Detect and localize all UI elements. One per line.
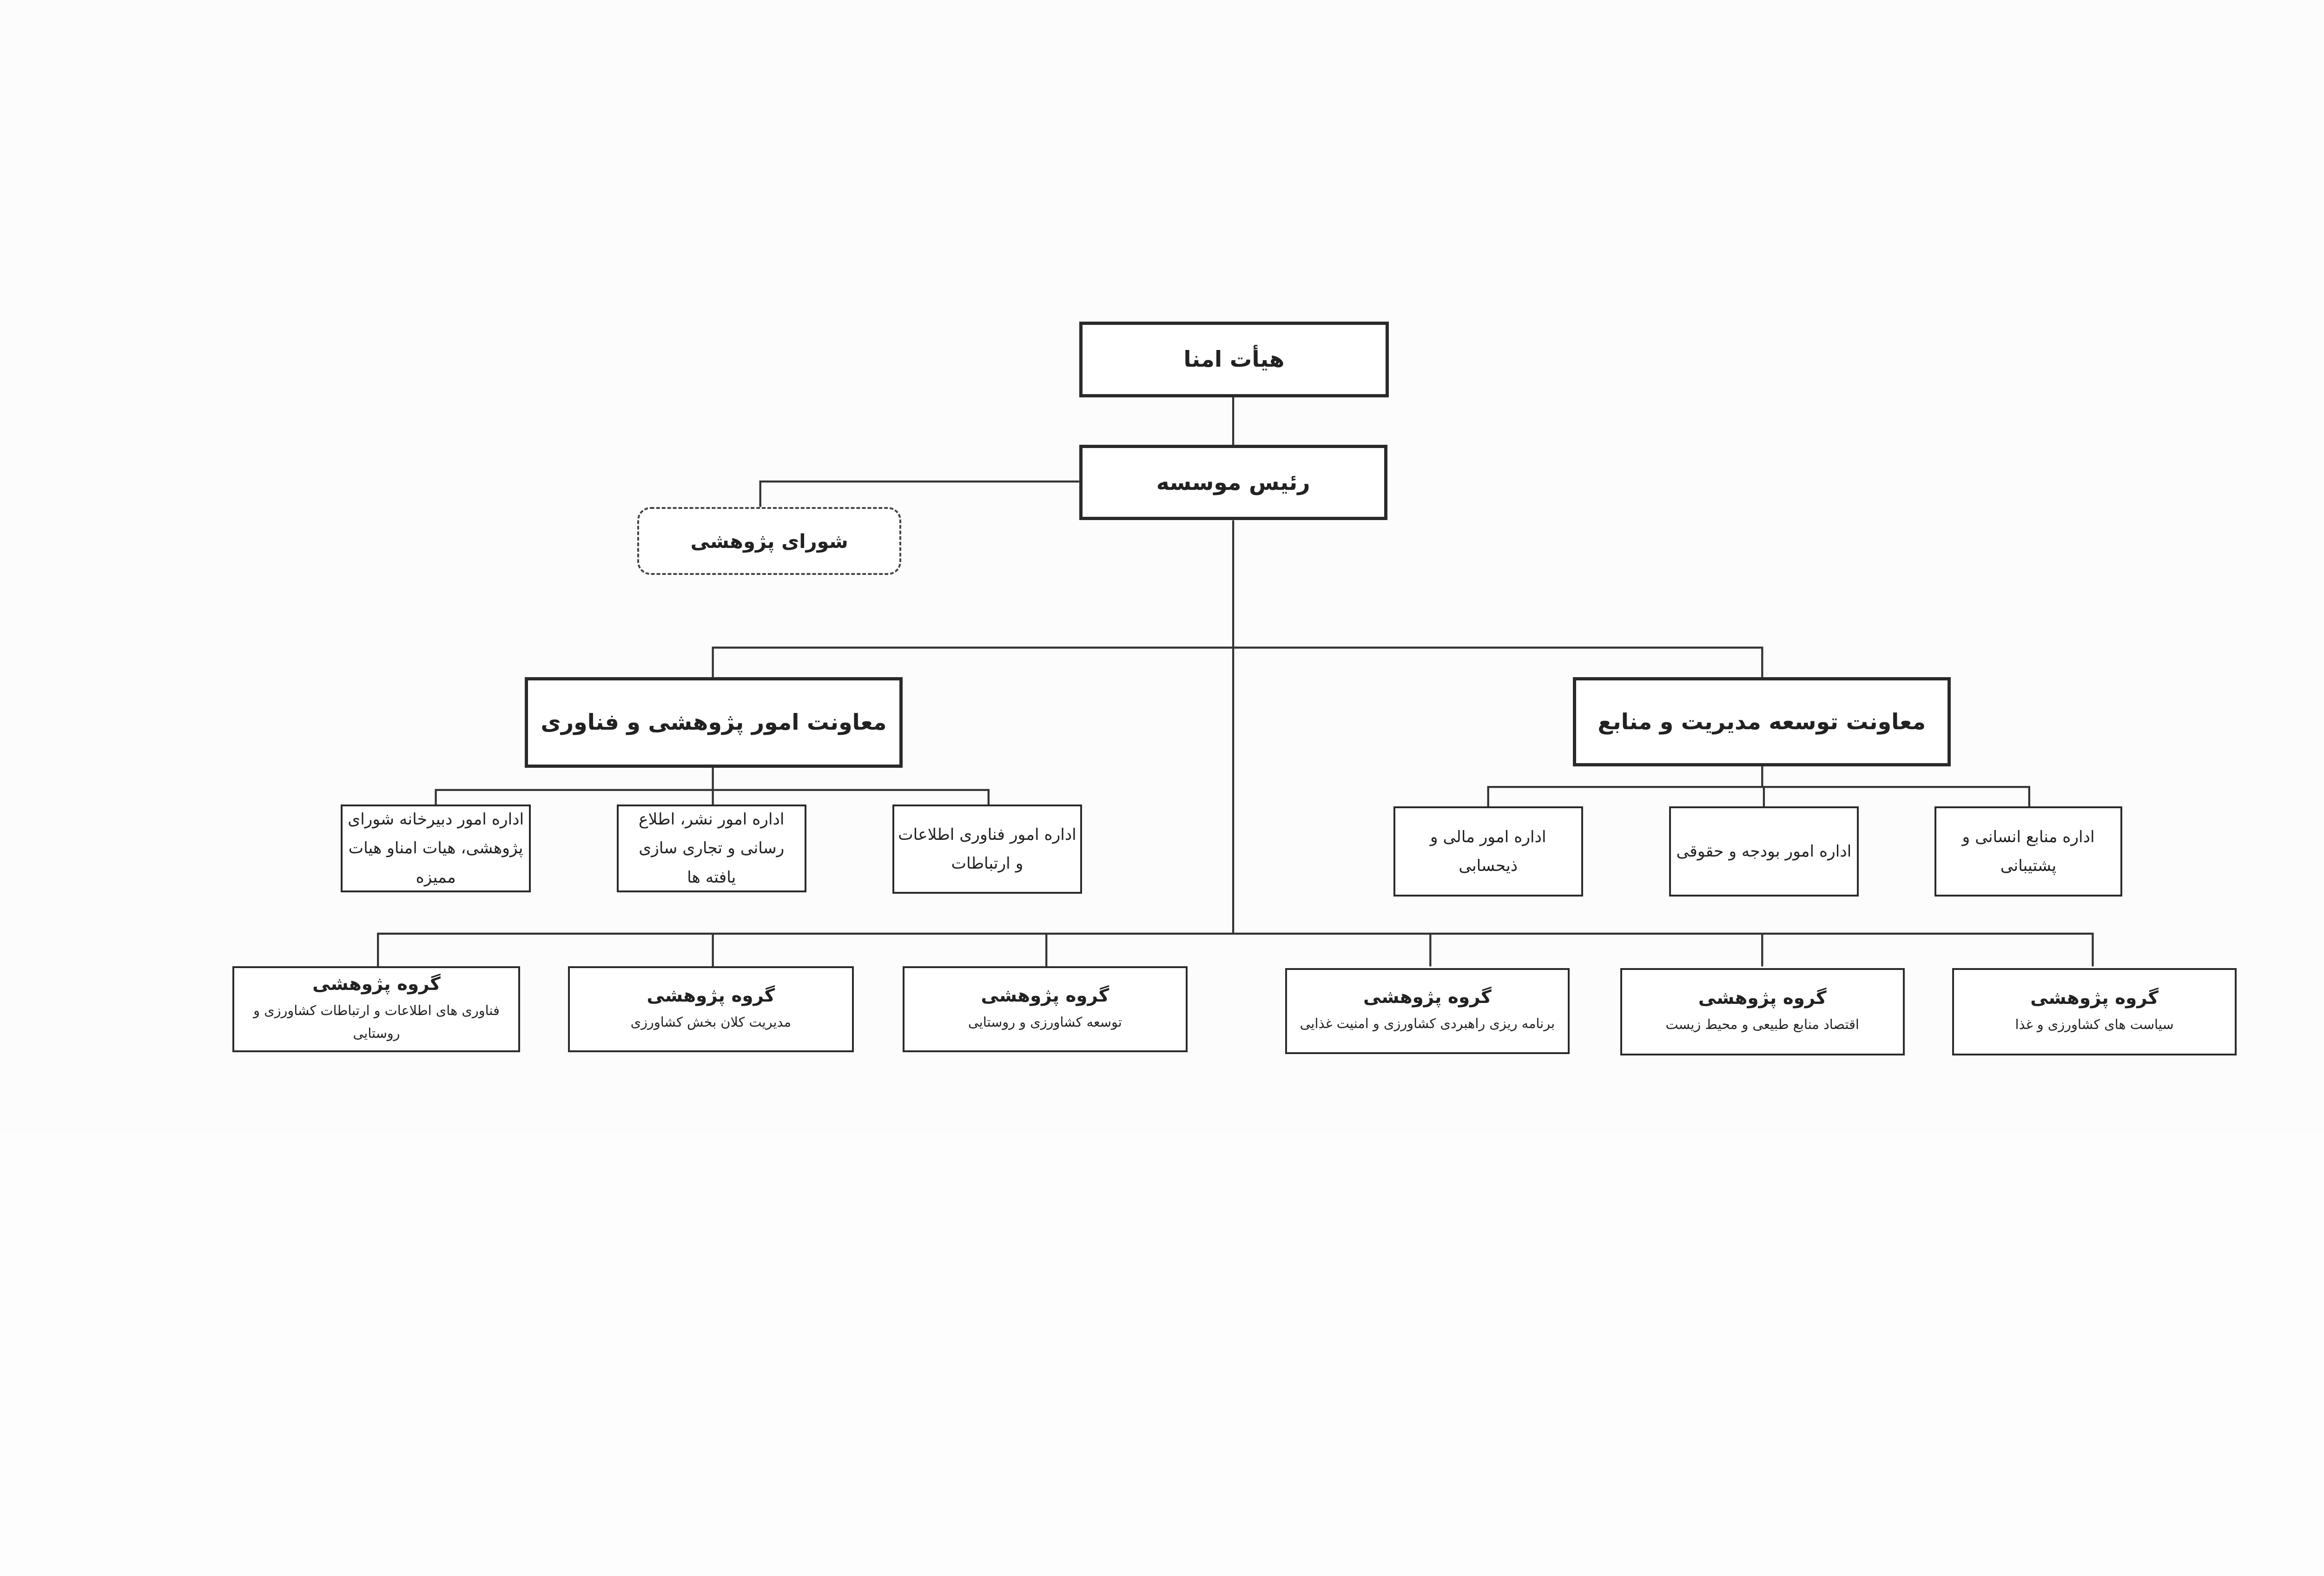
president-box: رئیس موسسه — [1079, 444, 1387, 521]
group-title: گروه پژوهشی — [981, 985, 1109, 1006]
org-chart: هیأت امنا رئیس موسسه شورای پژوهشی معاونت… — [232, 321, 2237, 1056]
office-box: اداره امور فناوری اطلاعات و ارتباطات — [892, 804, 1083, 894]
group-subtitle: مدیریت کلان بخش کشاورزی — [630, 1014, 792, 1030]
group-subtitle: سیاست های کشاورزی و غذا — [2015, 1016, 2174, 1033]
office-box: اداره امور نشر، اطلاع رسانی و تجاری سازی… — [616, 804, 806, 892]
research-group-box: گروه پژوهشی فناوری های اطلاعات و ارتباطات… — [232, 966, 521, 1053]
research-group-box: گروه پژوهشی سیاست های کشاورزی و غذا — [1952, 968, 2237, 1056]
office-box: اداره منابع انسانی و پشتیبانی — [1934, 806, 2123, 897]
research-council-box: شورای پژوهشی — [637, 507, 902, 575]
research-group-box: گروه پژوهشی اقتصاد منابع طبیعی و محیط زیس… — [1620, 968, 1905, 1056]
group-title: گروه پژوهشی — [1363, 987, 1492, 1008]
group-title: گروه پژوهشی — [1698, 988, 1827, 1009]
board-of-trustees-box: هیأت امنا — [1079, 321, 1389, 397]
office-label: اداره امور فناوری اطلاعات و ارتباطات — [898, 825, 1076, 873]
group-title: گروه پژوهشی — [312, 974, 441, 995]
research-group-box: گروه پژوهشی توسعه کشاورزی و روستایی — [903, 966, 1188, 1053]
research-group-box: گروه پژوهشی مدیریت کلان بخش کشاورزی — [568, 966, 854, 1053]
management-deputy-label: معاونت توسعه مدیریت و منابع — [1598, 709, 1926, 735]
research-deputy-label: معاونت امور پژوهشی و فناوری — [541, 709, 887, 735]
office-label: اداره امور دبیرخانه شورای پژوهشی، هیات ا… — [348, 810, 524, 887]
connector-management-offices — [1487, 766, 2030, 806]
office-label: اداره امور بودجه و حقوقی — [1676, 842, 1852, 861]
connector-research-offices — [435, 767, 990, 805]
office-box: اداره امور بودجه و حقوقی — [1669, 806, 1859, 897]
research-deputy-box: معاونت امور پژوهشی و فناوری — [524, 677, 903, 768]
group-subtitle: اقتصاد منابع طبیعی و محیط زیست — [1665, 1016, 1859, 1033]
group-title: گروه پژوهشی — [2030, 988, 2159, 1009]
connector-president-council — [759, 480, 1079, 507]
office-box: اداره امور مالی و ذیحسابی — [1393, 806, 1583, 897]
office-label: اداره امور نشر، اطلاع رسانی و تجاری سازی… — [639, 810, 785, 887]
connector-deputies — [712, 646, 1763, 678]
office-label: اداره منابع انسانی و پشتیبانی — [1962, 827, 2095, 876]
connector-groups — [377, 932, 2094, 967]
group-title: گروه پژوهشی — [647, 985, 775, 1006]
connector-lines — [377, 397, 2094, 967]
president-label: رئیس موسسه — [1156, 469, 1310, 495]
management-deputy-box: معاونت توسعه مدیریت و منابع — [1572, 677, 1951, 766]
research-group-box: گروه پژوهشی برنامه ریزی راهبردی کشاورزی و… — [1285, 968, 1570, 1054]
board-of-trustees-label: هیأت امنا — [1183, 346, 1285, 372]
office-box: اداره امور دبیرخانه شورای پژوهشی، هیات ا… — [341, 804, 531, 892]
office-label: اداره امور مالی و ذیحسابی — [1430, 827, 1546, 876]
group-subtitle: توسعه کشاورزی و روستایی — [968, 1014, 1122, 1030]
research-council-label: شورای پژوهشی — [690, 529, 848, 553]
group-subtitle: برنامه ریزی راهبردی کشاورزی و امنیت غذای… — [1300, 1015, 1555, 1032]
group-subtitle: فناوری های اطلاعات و ارتباطات کشاورزی و … — [253, 1002, 500, 1042]
